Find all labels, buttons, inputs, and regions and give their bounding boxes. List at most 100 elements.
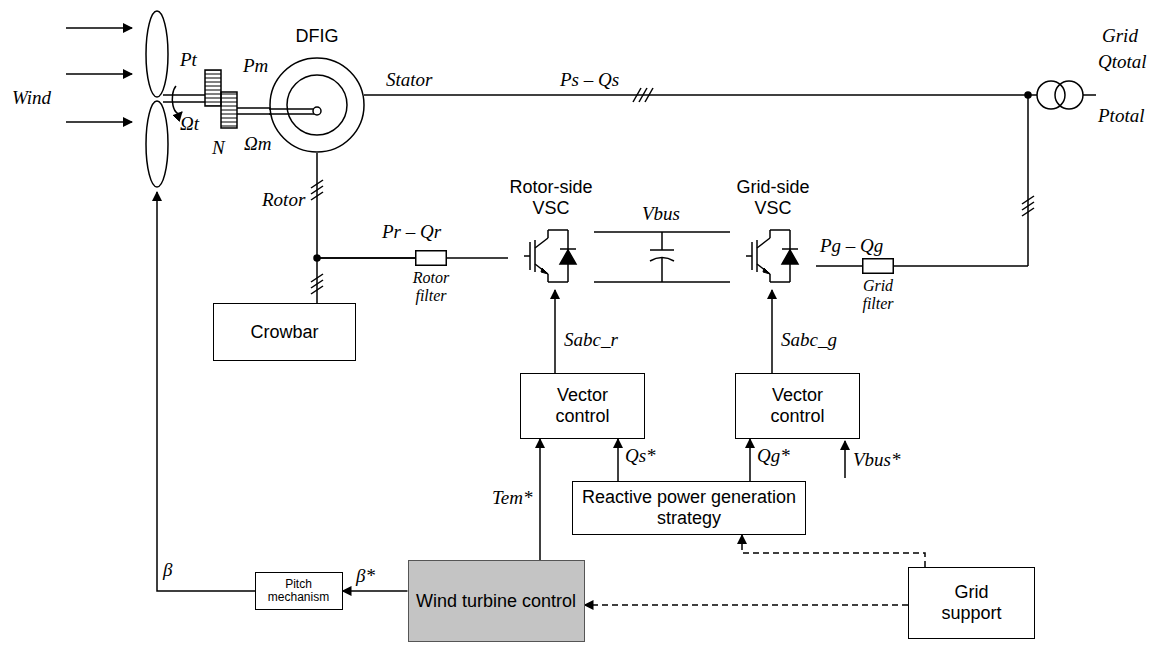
transformer [1037,81,1096,109]
note-label: Wind [12,88,51,108]
node-heading: Grid-side VSC [726,177,820,219]
igbt-diode-symbol [535,264,548,274]
transformer [1083,94,1096,96]
connector [317,258,415,303]
igbt-diode-symbol [547,274,549,282]
igbt-diode-symbol [547,230,549,238]
igbt-diode-symbol [508,222,594,290]
igbt-diode-symbol [524,255,530,257]
dashed-connector [585,604,909,606]
signal-label: β* [354,566,377,586]
igbt-diode-symbol [730,222,816,290]
part-label: Grid [1102,26,1138,46]
process-box: Grid support [908,567,1035,639]
turbine-rotor [163,101,205,103]
signal-label: Ωt [180,114,199,134]
igbt-diode-symbol [757,238,770,248]
igbt-diode-symbol [541,268,548,274]
igbt-diode-symbol [782,248,798,250]
process-box: Pitch mechanism [255,572,343,610]
filter-symbol [415,250,447,266]
node-heading: Rotor-side VSC [504,177,598,219]
dfig-machine [269,113,317,115]
stator-line [364,94,1037,96]
filter-symbol [863,259,894,274]
grid-wire [1027,95,1029,266]
node-label: Crowbar [250,322,318,343]
signal-label: Qtotal [1098,52,1147,72]
signal-label: Ωm [244,134,271,154]
connector [771,290,773,373]
process-box: Crowbar [213,303,356,361]
igbt-diode-symbol [746,230,798,282]
node-label: Pitch mechanism [263,578,335,604]
vbus-reference-arrow [844,441,846,478]
dfig-machine [270,58,364,152]
igbt-diode-symbol [548,281,568,283]
connector [317,153,415,258]
igbt-diode-symbol [534,240,536,272]
igbt-diode-symbol [560,250,576,264]
pitch-feedback-arrow [157,192,255,591]
igbt-diode-symbol [756,240,758,272]
igbt-diode-symbol [757,264,770,274]
part-label: Rotor [262,190,305,210]
node-label: Grid support [932,582,1012,624]
signal-label: Ps – Qs [560,70,619,90]
signal-label: Vbus* [853,450,901,470]
dc-link [661,257,663,282]
process-box: Vector control [735,373,860,439]
turbine-rotor [163,94,205,96]
turbine-rotor [146,11,168,97]
signal-label: Ptotal [1098,106,1144,126]
igbt-diode-symbol [746,255,752,257]
node-label: Reactive power generation strategy [577,487,801,529]
node-label: Wind turbine control [416,591,576,612]
signal-label: β [163,560,172,580]
dfig-machine [269,57,365,153]
signal-label: Qs* [623,446,658,466]
connector [617,439,619,481]
signal-label: Pt [180,50,197,70]
signal-label: Vbus [642,204,680,224]
gearbox [221,92,237,128]
igbt-diode-symbol [560,248,576,250]
igbt-diode-symbol [535,238,548,248]
igbt-diode-symbol [548,229,568,231]
grid-wire [1025,92,1031,98]
igbt-diode-symbol [770,229,790,231]
dfig-machine [287,75,347,135]
node-heading: DFIG [259,26,375,47]
turbine-rotor [172,86,182,114]
dfig-machine [269,108,317,110]
signal-label: Sabc_g [779,330,839,350]
turbine-rotor [146,11,205,187]
wind-arrows [66,121,132,123]
transformer [1055,81,1083,109]
dfig-machine [313,107,321,115]
igbt-diode-symbol [769,274,771,282]
dc-link [594,232,730,282]
igbt-diode-symbol [782,250,798,264]
signal-label: Tem* [490,488,534,508]
grid-wire [894,265,1028,267]
process-box: Vector control [520,373,645,439]
converter-box: Rotor-side VSC [508,222,594,290]
wind-arrows [66,73,132,75]
signal-label: Pr – Qr [382,222,441,242]
dc-link [650,249,674,251]
signal-label: Sabc_r [562,330,620,350]
dc-link [661,232,663,250]
filter-symbol [862,258,894,274]
dfig-machine [269,58,364,152]
pitch-feedback-arrow [157,192,255,591]
igbt-diode-symbol [763,268,770,274]
connector [539,439,541,560]
connector [749,439,751,481]
stator-line [364,88,1037,102]
machine-circle: DFIG [269,57,365,153]
node-label: Vector control [538,385,628,427]
